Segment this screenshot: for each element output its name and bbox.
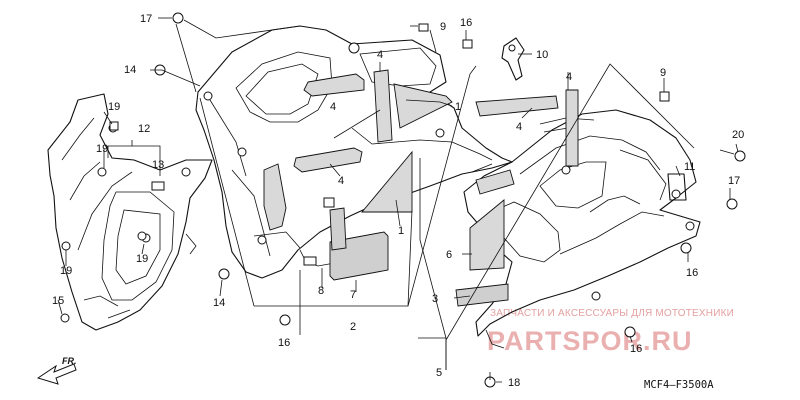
nut-shape — [462, 39, 473, 49]
callout-19: 19 — [108, 101, 120, 113]
callout-19: 19 — [96, 143, 108, 155]
pad-shape — [263, 163, 287, 231]
bolt-head-shape — [680, 242, 692, 254]
callout-17: 17 — [728, 175, 740, 187]
fasteners — [109, 12, 746, 388]
bracket-shape — [667, 173, 687, 201]
screw-head-shape — [591, 291, 601, 301]
pad-shape — [455, 283, 509, 307]
pad-shape — [361, 150, 413, 213]
grommet-shape — [257, 235, 267, 245]
stay-hole — [508, 44, 516, 52]
screw-head-shape — [61, 241, 71, 251]
screw-head-shape — [203, 91, 213, 101]
screw-head-shape — [561, 165, 571, 175]
callout-9: 9 — [440, 21, 446, 33]
pad-shape — [293, 147, 363, 173]
screw-head-shape — [97, 167, 107, 177]
screw-head-shape — [671, 189, 681, 199]
watermark-brand: PARTSPOR.RU — [487, 326, 693, 356]
callout-16: 16 — [686, 267, 698, 279]
bolt-head-shape — [279, 314, 291, 326]
diagram-code: MCF4–F3500A — [644, 379, 714, 391]
under-cowl-right — [463, 109, 701, 349]
callout-2: 2 — [350, 321, 356, 333]
clip-shape — [323, 197, 335, 208]
callout-20: 20 — [732, 129, 744, 141]
callout-4: 4 — [338, 175, 344, 187]
callout-14: 14 — [213, 297, 225, 309]
screw-head-shape — [60, 313, 70, 323]
front-arrow-icon — [36, 363, 77, 385]
bolt-head-shape — [172, 12, 184, 24]
callout-7: 7 — [350, 289, 356, 301]
stay-shape — [501, 37, 525, 81]
bolt-head-shape — [726, 198, 738, 210]
callout-18: 18 — [508, 377, 520, 389]
callout-4: 4 — [516, 121, 522, 133]
bolt-head-shape — [734, 150, 746, 162]
grommet-shape — [151, 181, 165, 191]
callout-1: 1 — [455, 101, 461, 113]
callout-13: 13 — [152, 159, 164, 171]
callout-15: 15 — [52, 295, 64, 307]
front-marker-label: FR. — [62, 356, 77, 366]
grommet-shape — [348, 42, 360, 54]
pad-shape — [469, 199, 505, 271]
nut-shape — [418, 23, 429, 32]
callout-8: 8 — [318, 285, 324, 297]
screw-head-shape — [237, 147, 247, 157]
pad-shape — [393, 83, 453, 129]
pad-shape — [475, 95, 559, 117]
callout-16: 16 — [278, 337, 290, 349]
screw-head-shape — [685, 221, 695, 231]
callout-4: 4 — [330, 101, 336, 113]
nut-shape — [659, 91, 670, 102]
clip-shape — [137, 231, 147, 241]
grommet-shape — [435, 128, 445, 138]
foam-pads — [263, 69, 453, 281]
callout-4: 4 — [377, 49, 383, 61]
watermark: ЗАПЧАСТИ И АКСЕССУАРЫ ДЛЯ МОТОТЕХНИКИ PA… — [487, 308, 734, 356]
pad-shape — [373, 69, 393, 143]
callout-3: 3 — [432, 293, 438, 305]
callout-12: 12 — [138, 123, 150, 135]
watermark-caption: ЗАПЧАСТИ И АКСЕССУАРЫ ДЛЯ МОТОТЕХНИКИ — [490, 308, 734, 319]
pad-shape — [329, 207, 347, 251]
callout-1: 1 — [398, 225, 404, 237]
callout-14: 14 — [124, 64, 136, 76]
screw-head-shape — [181, 167, 191, 177]
callout-19: 19 — [60, 265, 72, 277]
callout-10: 10 — [536, 49, 548, 61]
callout-16: 16 — [630, 343, 642, 355]
callout-17: 17 — [140, 13, 152, 25]
clip-shape — [109, 121, 119, 131]
stay-and-bracket — [501, 37, 687, 201]
callout-4: 4 — [566, 71, 572, 83]
callout-11: 11 — [684, 161, 695, 173]
right-pads — [455, 89, 579, 307]
pad-shape — [303, 73, 365, 97]
pad-shape — [475, 169, 515, 195]
left-side-cowl — [47, 93, 213, 331]
callout-9: 9 — [660, 67, 666, 79]
callout-labels: 17 9 16 4 4 1 4 1 14 19 12 19 13 19 19 1… — [52, 13, 744, 389]
front-direction-marker: FR. — [36, 356, 77, 385]
callout-16: 16 — [460, 17, 472, 29]
bolt-head-shape — [218, 268, 230, 280]
callout-19: 19 — [136, 253, 148, 265]
clip-shape — [303, 256, 317, 266]
bolt-head-shape — [624, 326, 636, 338]
callout-6: 6 — [446, 249, 452, 261]
callout-5: 5 — [436, 367, 442, 379]
leader-lines — [57, 17, 739, 383]
